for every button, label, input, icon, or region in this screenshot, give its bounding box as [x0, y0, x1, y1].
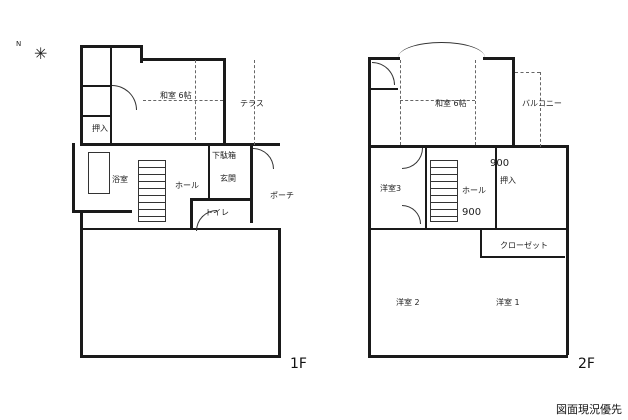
room-label-oshiire-1f: 押入 — [92, 124, 108, 133]
floor-label-2f: 2F — [578, 356, 595, 372]
room-label-bath: 浴室 — [112, 175, 128, 184]
room-label-terrace: テラス — [240, 99, 264, 108]
dimension-label-1: 900 — [490, 158, 510, 169]
room-label-washitsu-2f: 和室 6帖 — [435, 99, 467, 108]
compass-icon: ✳ — [34, 44, 48, 63]
compass-north-label: N — [16, 40, 22, 48]
room-label-youshitsu2: 洋室 2 — [396, 298, 420, 307]
dimension-label-2: 900 — [462, 207, 482, 218]
room-label-youshitsu1: 洋室 1 — [496, 298, 520, 307]
floor-label-1f: 1F — [290, 356, 307, 372]
room-label-closet: クローゼット — [500, 241, 548, 250]
room-label-getabako: 下駄箱 — [212, 151, 236, 160]
caption: 図面現況優先 — [556, 403, 622, 416]
bathtub — [88, 152, 110, 194]
room-label-porch: ポーチ — [270, 191, 294, 200]
room-label-toilet-1f: トイレ — [205, 208, 229, 217]
room-label-balcony: バルコニー — [522, 99, 562, 108]
room-label-youshitsu3: 洋室3 — [380, 184, 402, 193]
room-label-oshiire-2f: 押入 — [500, 176, 516, 185]
room-label-hall-1f: ホール — [175, 181, 199, 190]
room-label-hall-2f: ホール — [462, 186, 486, 195]
room-label-washitsu-1f: 和室 6帖 — [160, 91, 192, 100]
room-label-genkan: 玄関 — [220, 174, 236, 183]
